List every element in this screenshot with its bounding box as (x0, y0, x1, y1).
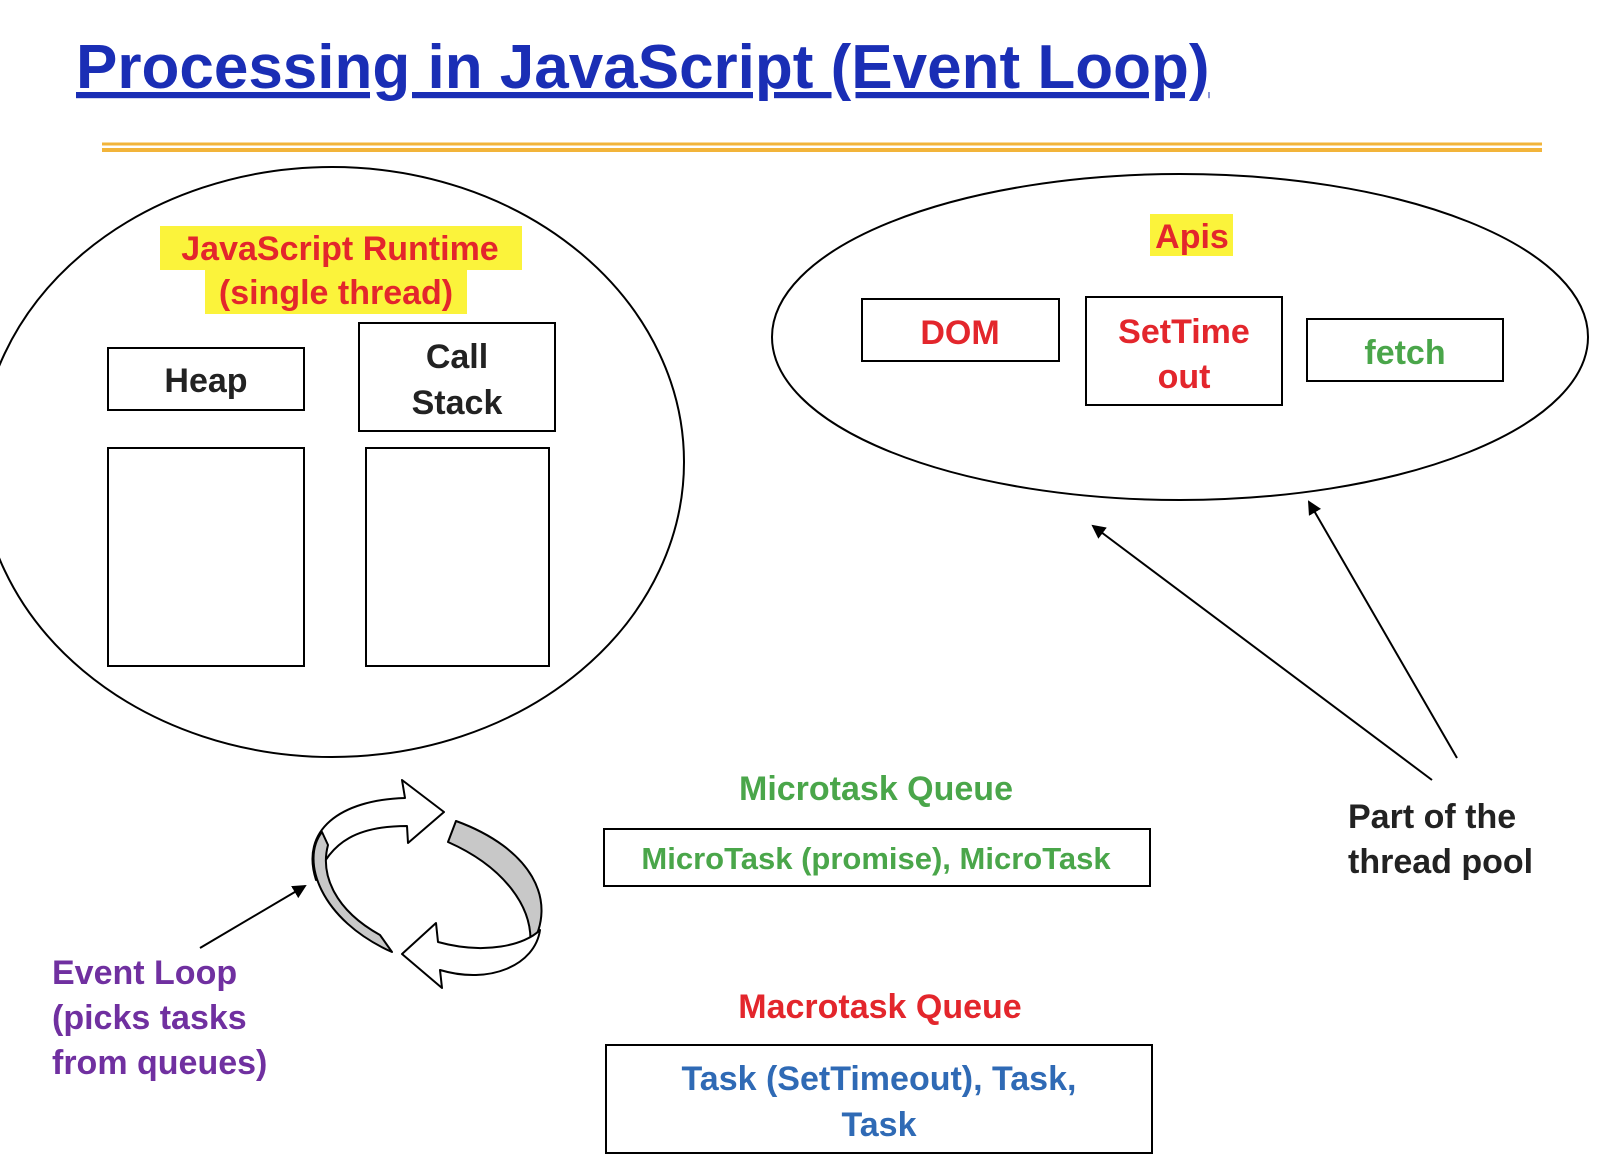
runtime-sublabel: (single thread) (219, 274, 453, 312)
thread-pool-arrow-settimeout (1091, 524, 1433, 781)
settimeout-box (1085, 296, 1283, 406)
call-stack-label: Call (426, 338, 488, 376)
javascript-runtime: JavaScript Runtime (single thread) Heap … (0, 166, 685, 758)
macrotask-queue-heading: Macrotask Queue (738, 988, 1021, 1026)
fetch-box (1306, 318, 1504, 382)
apis-group: Apis DOM SetTime out fetch (771, 173, 1589, 501)
event-loop-label: Event Loop (52, 954, 237, 992)
settimeout-label-2: out (1158, 358, 1211, 396)
settimeout-label: SetTime (1118, 313, 1250, 351)
microtask-queue-content: MicroTask (promise), MicroTask (641, 841, 1111, 876)
heap-label: Heap (164, 362, 247, 400)
apis-label-highlight (1150, 214, 1233, 256)
runtime-ellipse (0, 166, 685, 758)
fetch-label: fetch (1364, 334, 1445, 372)
runtime-label: JavaScript Runtime (181, 230, 498, 268)
heap-label-box (107, 347, 305, 411)
loop-arrow-bottom (401, 922, 541, 989)
loop-band-right (447, 820, 543, 949)
dom-label: DOM (920, 314, 999, 352)
thread-pool-label-2: thread pool (1348, 843, 1533, 881)
macrotask-queue-content: Task (SetTimeout), Task, (682, 1060, 1077, 1098)
thread-pool-label: Part of the (1348, 798, 1516, 836)
macrotask-queue-content-2: Task (842, 1106, 917, 1144)
dom-box (861, 298, 1060, 362)
event-loop-pointer-arrow (199, 884, 307, 949)
thread-pool-arrow-fetch (1307, 500, 1458, 759)
heap-area (107, 447, 305, 667)
call-stack-label-2: Stack (412, 384, 503, 422)
loop-arrow-top (311, 779, 445, 881)
call-stack-label-box (358, 322, 556, 432)
macrotask-queue-box (605, 1044, 1153, 1154)
page-title: Processing in JavaScript (Event Loop) (76, 33, 1210, 102)
apis-ellipse (771, 173, 1589, 501)
title-divider (102, 142, 1542, 152)
loop-band-left (312, 831, 393, 953)
runtime-label-highlight-2 (205, 270, 467, 314)
loop-icon (311, 779, 543, 989)
call-stack-area (365, 447, 550, 667)
microtask-queue-box (603, 828, 1151, 887)
apis-label: Apis (1155, 218, 1229, 256)
event-loop-label-3: from queues) (52, 1044, 267, 1082)
microtask-queue-heading: Microtask Queue (739, 770, 1013, 808)
runtime-label-highlight (160, 226, 522, 270)
event-loop-label-2: (picks tasks (52, 999, 247, 1037)
